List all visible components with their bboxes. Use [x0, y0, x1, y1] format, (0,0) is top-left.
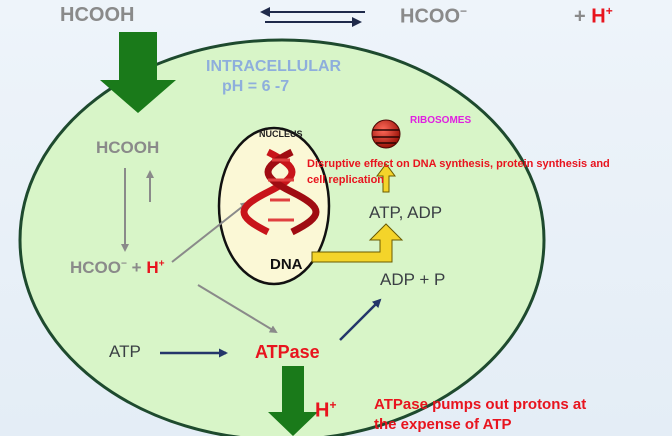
equation-right: HCOO− — [400, 4, 467, 29]
atpase-note-line-1: ATPase pumps out protons at — [374, 396, 587, 413]
proton-exit-group: H+ — [315, 398, 336, 423]
proton-exit-label: H — [315, 399, 330, 422]
ribosome-icon — [371, 119, 401, 149]
proton-exit-charge: + — [329, 398, 337, 412]
atp-adp-label: ATP, ADP — [369, 203, 443, 222]
intracellular-label: INTRACELLULAR — [206, 58, 342, 75]
exit-arrow — [268, 366, 318, 436]
hcoo-proton-group: HCOO− + H+ — [70, 258, 165, 278]
disruptive-line-1: Disruptive effect on DNA synthesis, prot… — [307, 158, 610, 170]
hcooh-cell-label: HCOOH — [96, 138, 160, 157]
hcoo-cell-label: HCOO — [70, 258, 121, 277]
nucleus-body — [217, 126, 331, 286]
ribosome-up-arrow — [376, 163, 396, 193]
disruptive-line-2: cell replication — [307, 174, 385, 186]
hcooh-top-label: HCOOH — [60, 4, 135, 26]
proton-top-label: H — [591, 5, 606, 28]
proton-to-atpase-arrow — [197, 284, 278, 334]
ribosomes-label: RIBOSOMES — [410, 115, 472, 126]
hcoo-top-label: HCOO — [400, 5, 460, 28]
hcoo-cell-charge: − — [121, 258, 127, 270]
adp-p-label: ADP + P — [380, 270, 446, 289]
atpase-note-line-2: the expense of ATP — [374, 416, 512, 433]
entry-arrow — [100, 32, 176, 113]
atpase-to-adp-arrow — [339, 298, 382, 341]
atpase-label: ATPase — [255, 342, 320, 362]
equation-plus: + — [574, 5, 592, 28]
dna-label: DNA — [270, 256, 303, 273]
proton-cell-charge: + — [158, 258, 165, 270]
nucleus-label: NUCLEUS — [259, 129, 303, 139]
equation-left: HCOOH — [60, 4, 134, 27]
ph-label: pH = 6 -7 — [222, 78, 290, 95]
proton-to-nucleus-arrow — [171, 201, 249, 263]
proton-top-charge: + — [605, 4, 613, 18]
cell-plus: + — [126, 258, 147, 277]
equation-proton: + H+ — [574, 4, 613, 29]
atp-label: ATP — [109, 342, 141, 361]
dna-to-atp-arrow — [311, 223, 404, 263]
hcoo-top-charge: − — [460, 4, 468, 18]
proton-cell-label: H — [146, 258, 159, 277]
dna-helix-icon — [240, 148, 320, 236]
